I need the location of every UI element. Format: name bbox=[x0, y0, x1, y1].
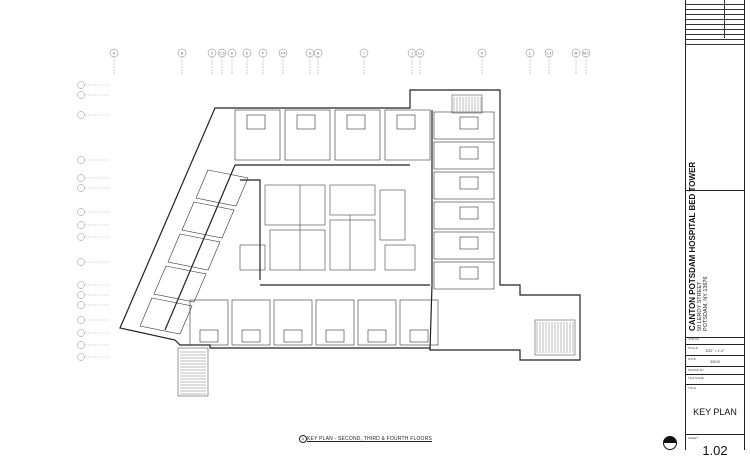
project-info: CANTON POTSDAM HOSPITAL BED TOWER 50 LER… bbox=[686, 162, 744, 338]
patient-room bbox=[399, 299, 439, 346]
core-area bbox=[239, 184, 416, 271]
svg-text:C.5: C.5 bbox=[219, 52, 225, 56]
row-grid-bubble bbox=[77, 184, 85, 192]
grid-bubble-B: B bbox=[177, 48, 187, 75]
grid-bubble-J.2: J.2 bbox=[415, 48, 425, 75]
patient-room bbox=[433, 111, 495, 140]
svg-text:L: L bbox=[529, 52, 531, 56]
row-grid-bubble bbox=[77, 258, 85, 266]
svg-text:M.1: M.1 bbox=[583, 52, 589, 56]
floor-plan-drawing: A B C C.5 D E F F.4 G H I J J.2 K L L.4 M M.1 bbox=[77, 48, 591, 397]
grid-bubble-G: G bbox=[305, 48, 315, 75]
file-name-field: FILE NAME bbox=[686, 375, 744, 385]
svg-text:J: J bbox=[411, 52, 413, 56]
grid-bubble-L: L bbox=[525, 48, 535, 75]
patient-room bbox=[433, 231, 495, 260]
svg-text:M: M bbox=[575, 52, 578, 56]
svg-text:L.4: L.4 bbox=[547, 52, 552, 56]
row-grid-bubble bbox=[77, 329, 85, 337]
patient-room bbox=[167, 233, 221, 271]
svg-text:A: A bbox=[113, 52, 116, 56]
patient-room bbox=[433, 141, 495, 170]
patient-room bbox=[384, 109, 431, 161]
patient-room bbox=[334, 109, 381, 161]
grid-bubble-L.4: L.4 bbox=[544, 48, 554, 75]
svg-text:F: F bbox=[262, 52, 264, 56]
svg-text:I: I bbox=[364, 52, 365, 56]
svg-text:J.2: J.2 bbox=[418, 52, 423, 56]
grid-bubble-M: M bbox=[571, 48, 581, 75]
sheet-number: 1.02 bbox=[702, 443, 728, 458]
project-address-2: POTSDAM, NY 13676 bbox=[703, 276, 709, 331]
project-name: CANTON POTSDAM HOSPITAL BED TOWER bbox=[688, 161, 697, 331]
patient-room bbox=[433, 261, 495, 290]
title-block: CANTON POTSDAM HOSPITAL BED TOWER 50 LER… bbox=[685, 0, 745, 458]
svg-text:H: H bbox=[317, 52, 320, 56]
row-grid-bubble bbox=[77, 301, 85, 309]
row-grid-bubble bbox=[77, 341, 85, 349]
patient-room bbox=[195, 169, 249, 207]
patient-room bbox=[189, 299, 229, 346]
building-outline bbox=[119, 89, 581, 361]
row-grid-bubble bbox=[77, 91, 85, 99]
svg-text:B: B bbox=[181, 52, 184, 56]
row-grid-bubble bbox=[77, 353, 85, 361]
grid-bubble-I: I bbox=[359, 48, 369, 75]
row-grid-bubble bbox=[77, 111, 85, 119]
drawn-by-field: DRAWN BY bbox=[686, 367, 744, 375]
north-arrow-icon bbox=[663, 436, 677, 450]
svg-text:G: G bbox=[309, 52, 312, 56]
patient-room bbox=[234, 109, 281, 161]
row-grid-bubble bbox=[77, 221, 85, 229]
grid-bubble-D: D bbox=[227, 48, 237, 75]
stairs bbox=[177, 94, 576, 397]
patient-room bbox=[357, 299, 397, 346]
row-grid-bubble bbox=[77, 81, 85, 89]
patient-room bbox=[273, 299, 313, 346]
column-grid-bubbles: A B C C.5 D E F F.4 G H I J J.2 K L L.4 M M.1 bbox=[109, 48, 591, 75]
patient-rooms bbox=[139, 109, 495, 346]
row-grid-bubble bbox=[77, 316, 85, 324]
grid-bubble-H: H bbox=[313, 48, 323, 75]
grid-bubble-K: K bbox=[477, 48, 487, 75]
row-grid-bubble bbox=[77, 281, 85, 289]
revision-table bbox=[686, 0, 744, 45]
patient-room bbox=[231, 299, 271, 346]
row-grid-bubble bbox=[77, 208, 85, 216]
patient-room bbox=[284, 109, 331, 161]
grid-bubble-J: J bbox=[407, 48, 417, 75]
grid-bubble-F: F bbox=[258, 48, 268, 75]
grid-bubble-C: C bbox=[207, 48, 217, 75]
svg-text:K: K bbox=[481, 52, 484, 56]
grid-bubble-E: E bbox=[242, 48, 252, 75]
patient-room bbox=[433, 171, 495, 200]
grid-bubble-M.1: M.1 bbox=[581, 48, 591, 75]
patient-room bbox=[139, 297, 193, 335]
patient-room bbox=[181, 201, 235, 239]
row-grid-bubbles bbox=[77, 81, 110, 361]
grid-bubble-C.5: C.5 bbox=[217, 48, 227, 75]
svg-text:E: E bbox=[246, 52, 249, 56]
grid-bubble-F.4: F.4 bbox=[278, 48, 288, 75]
patient-room bbox=[315, 299, 355, 346]
svg-text:D: D bbox=[231, 52, 234, 56]
row-grid-bubble bbox=[77, 174, 85, 182]
svg-text:F.4: F.4 bbox=[281, 52, 286, 56]
row-grid-bubble bbox=[77, 233, 85, 241]
job-no-field: JOB NO. bbox=[686, 336, 744, 345]
drawing-caption: KEY PLAN - SECOND, THIRD & FOURTH FLOORS bbox=[307, 436, 432, 442]
row-grid-bubble bbox=[77, 291, 85, 299]
svg-text:C: C bbox=[211, 52, 214, 56]
patient-room bbox=[433, 201, 495, 230]
row-grid-bubble bbox=[77, 156, 85, 164]
drawing-number-bubble: 1 bbox=[299, 435, 307, 443]
sheet-title: KEY PLAN bbox=[693, 407, 737, 417]
patient-room bbox=[153, 265, 207, 303]
grid-bubble-A: A bbox=[109, 48, 119, 75]
